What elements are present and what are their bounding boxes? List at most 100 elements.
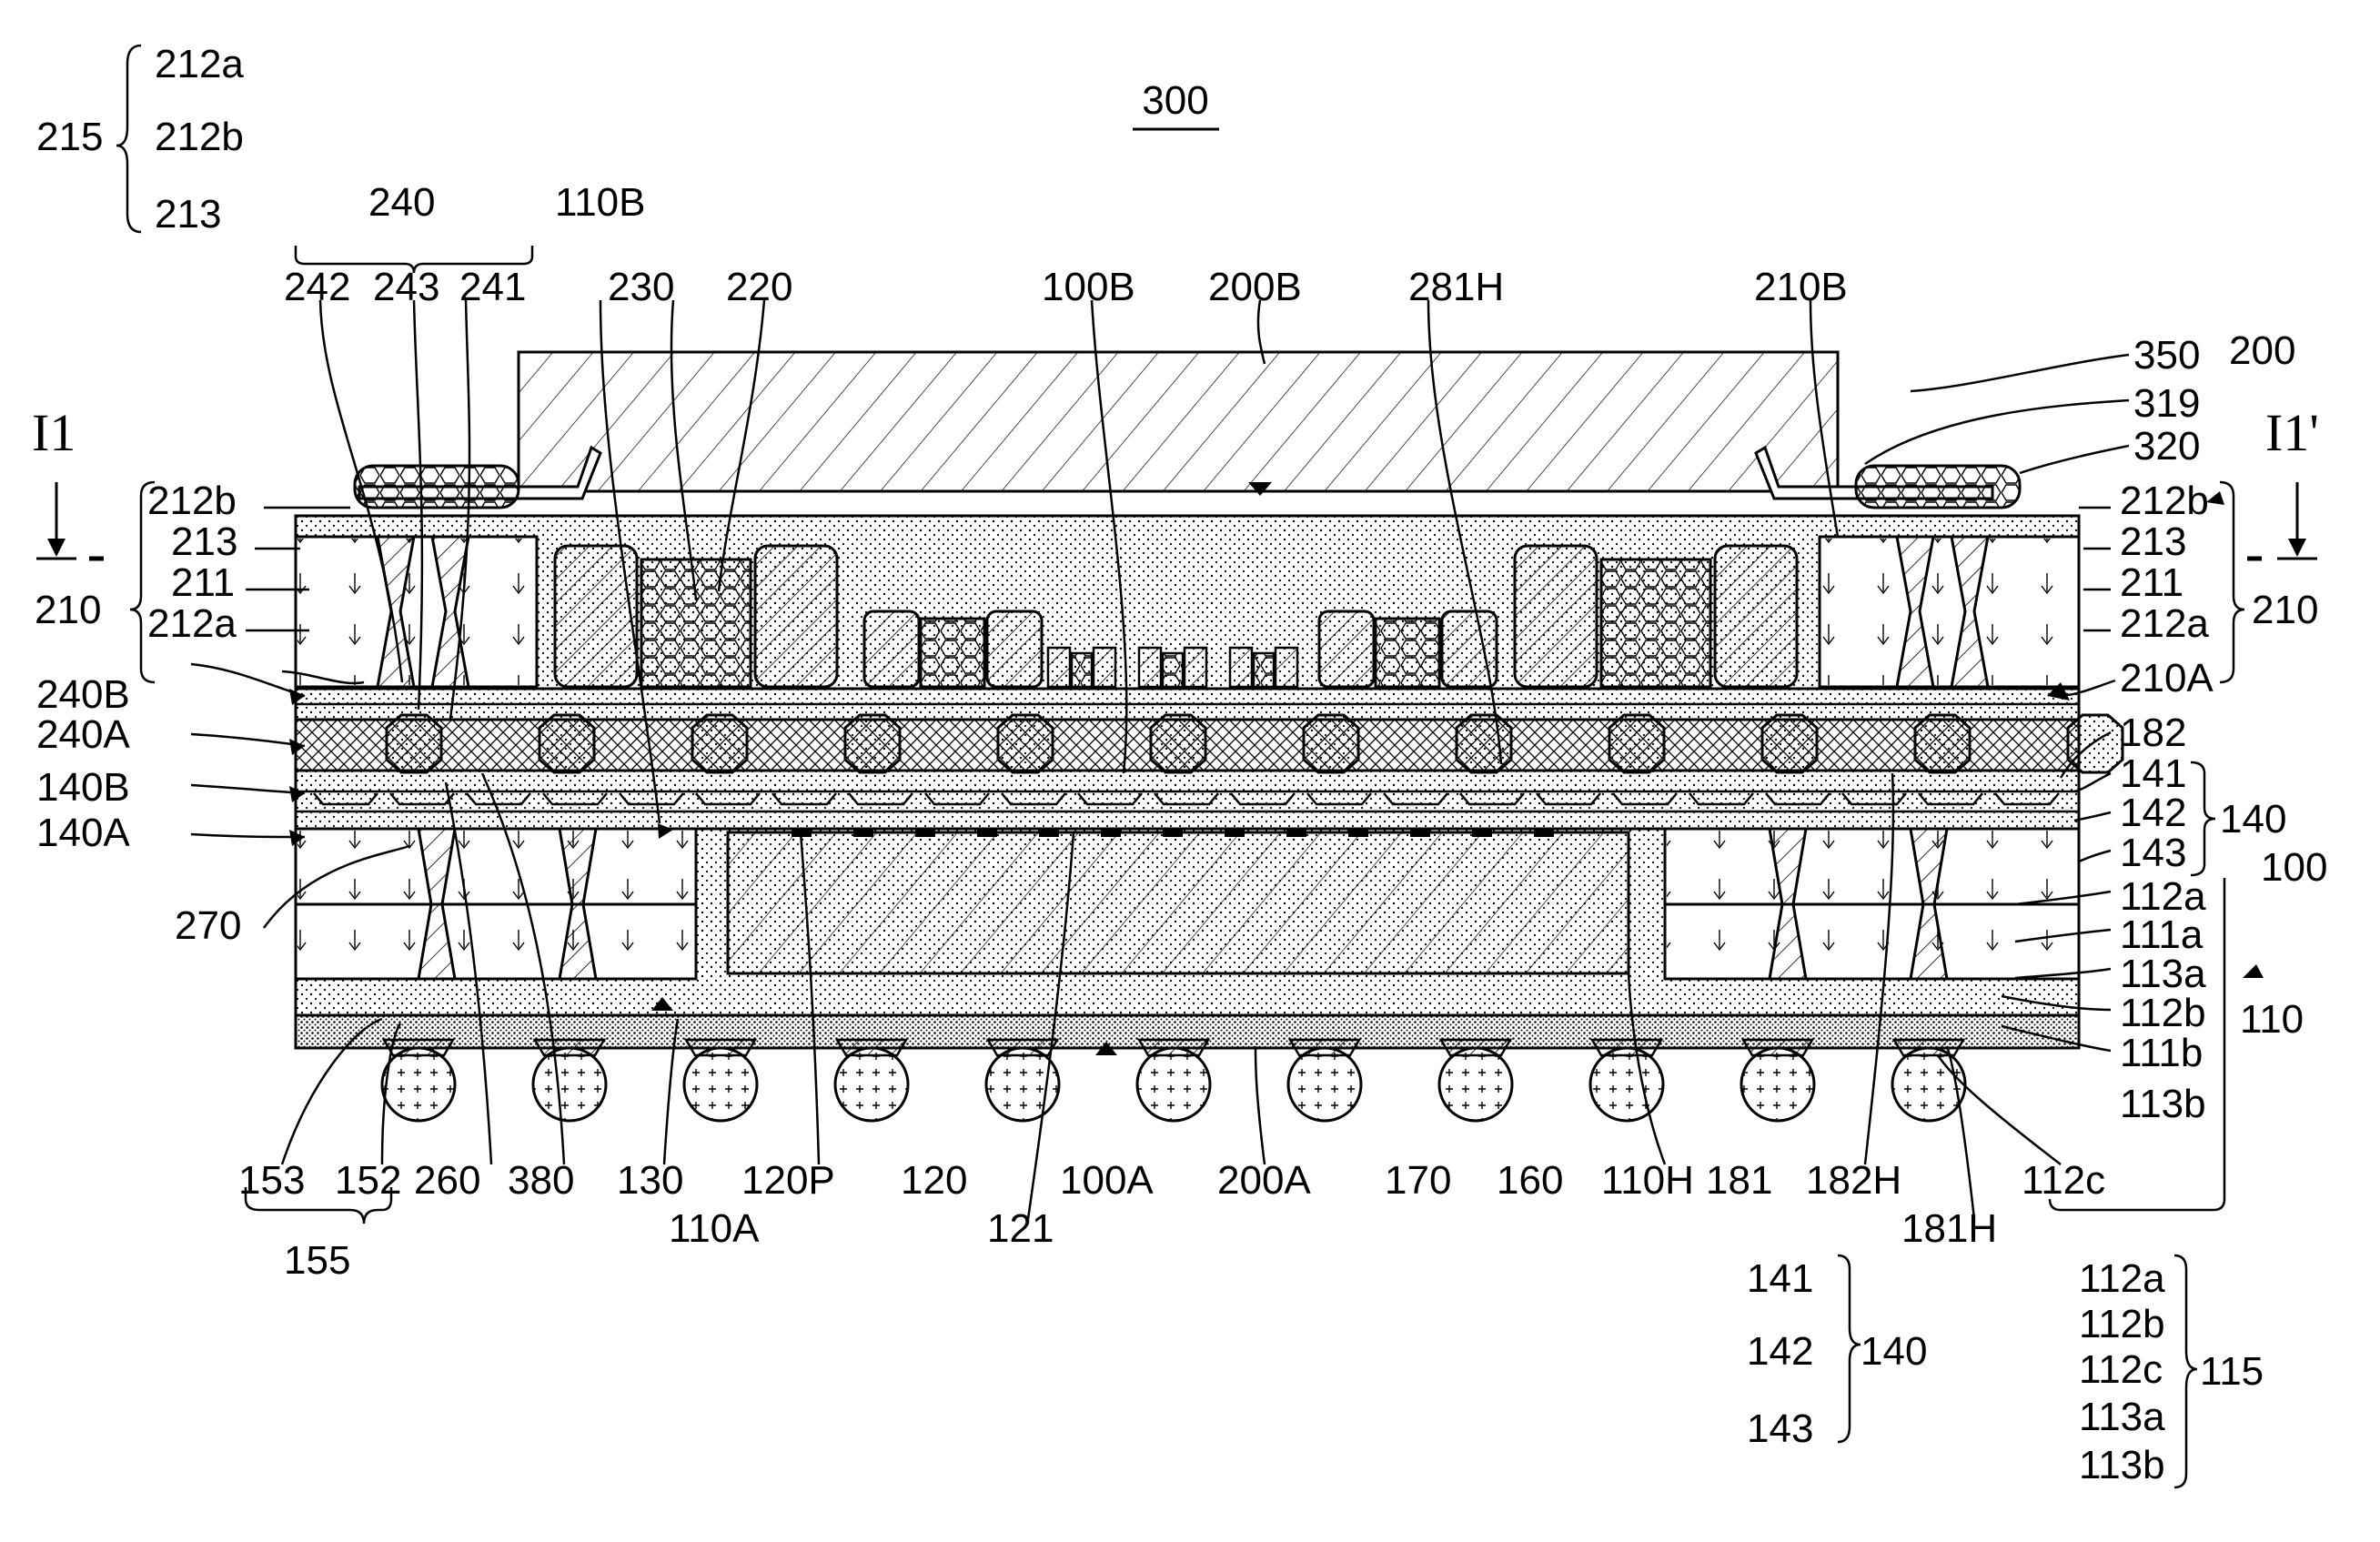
label-140A: 140A xyxy=(36,811,130,855)
component-mid-l-a xyxy=(864,611,919,687)
chip-pad xyxy=(853,828,873,837)
component-right-b xyxy=(1601,559,1710,687)
solder-ball xyxy=(684,1048,757,1121)
component-mid-r-a xyxy=(1319,611,1374,687)
label-155: 155 xyxy=(284,1238,350,1283)
cover-350 xyxy=(519,352,1838,491)
label-380: 380 xyxy=(508,1158,574,1203)
label-319: 319 xyxy=(2133,381,2200,426)
adhesive-320-left xyxy=(355,466,519,508)
legend-115-group: 115 xyxy=(2200,1349,2264,1394)
label-113b: 113b xyxy=(2120,1082,2206,1126)
component-right-c xyxy=(1715,546,1797,687)
label-140: 140 xyxy=(2220,797,2286,842)
interconnect-bump xyxy=(1609,715,1664,772)
label-100B: 100B xyxy=(1042,265,1135,309)
solder-ball xyxy=(986,1048,1059,1121)
component-small-8 xyxy=(1254,653,1274,687)
label-121: 121 xyxy=(987,1206,1054,1251)
label-160: 160 xyxy=(1497,1158,1563,1203)
frame-211-left-pattern xyxy=(298,539,535,685)
solder-balls-170 xyxy=(382,1048,1965,1121)
label-213-right: 213 xyxy=(2120,519,2186,564)
label-120P: 120P xyxy=(741,1158,835,1203)
chip-pad xyxy=(1286,828,1306,837)
solder-ball xyxy=(835,1048,908,1121)
label-170: 170 xyxy=(1385,1158,1451,1203)
label-182: 182 xyxy=(2120,711,2186,755)
solder-ball xyxy=(1741,1048,1814,1121)
label-110B: 110B xyxy=(555,180,646,225)
component-small-4 xyxy=(1139,648,1161,687)
label-210-right: 210 xyxy=(2252,588,2318,632)
section-label-left: I1 xyxy=(32,403,76,462)
component-mid-l-b xyxy=(921,619,984,687)
label-212b-left: 212b xyxy=(147,479,237,523)
label-212a-right: 212a xyxy=(2120,601,2209,646)
label-181H: 181H xyxy=(1901,1206,1997,1251)
label-141: 141 xyxy=(2120,751,2186,796)
component-small-9 xyxy=(1276,648,1297,687)
label-281H: 281H xyxy=(1408,265,1504,309)
chip-pad xyxy=(1101,828,1121,837)
interconnect-bump xyxy=(692,715,747,772)
chip-pad xyxy=(977,828,997,837)
component-small-3 xyxy=(1094,648,1115,687)
frame-211-right-pattern xyxy=(1821,539,2077,685)
label-320: 320 xyxy=(2133,424,2200,469)
component-small-1 xyxy=(1048,648,1070,687)
label-240A: 240A xyxy=(36,712,130,757)
label-111a: 111a xyxy=(2120,912,2204,957)
label-230: 230 xyxy=(608,265,674,309)
component-left-c xyxy=(755,546,837,687)
label-120: 120 xyxy=(901,1158,967,1203)
chip-pad xyxy=(1348,828,1368,837)
label-210-left: 210 xyxy=(35,588,101,632)
label-200: 200 xyxy=(2229,328,2295,373)
component-left-b xyxy=(641,559,751,687)
legend-140-item-3: 143 xyxy=(1747,1406,1813,1451)
solder-ball xyxy=(382,1048,455,1121)
label-210B: 210B xyxy=(1754,265,1848,309)
component-mid-r-b xyxy=(1376,619,1439,687)
label-240: 240 xyxy=(368,180,435,225)
component-small-7 xyxy=(1230,648,1252,687)
adhesive-320-right xyxy=(1856,466,2020,508)
legend-115-item-5: 113b xyxy=(2079,1443,2165,1487)
chip-pad xyxy=(1410,828,1430,837)
label-260: 260 xyxy=(414,1158,480,1203)
interconnect-bump xyxy=(1457,715,1511,772)
label-241: 241 xyxy=(459,265,526,309)
legend-215-item-2: 212b xyxy=(155,115,244,159)
label-220: 220 xyxy=(726,265,792,309)
section-marker-left xyxy=(36,482,104,559)
label-100: 100 xyxy=(2261,845,2327,890)
chip-pad xyxy=(1225,828,1245,837)
interconnect-bump xyxy=(1762,715,1817,772)
interconnect-bump xyxy=(387,715,441,772)
interconnect-bump xyxy=(1304,715,1358,772)
interconnect-bump xyxy=(1151,715,1205,772)
section-label-right: I1' xyxy=(2265,403,2319,462)
label-210A: 210A xyxy=(2120,656,2214,700)
label-100A: 100A xyxy=(1060,1158,1154,1203)
section-marker-right xyxy=(2247,482,2317,559)
label-182H: 182H xyxy=(1806,1158,1901,1203)
label-211-left: 211 xyxy=(171,560,235,605)
chip-pad xyxy=(1472,828,1492,837)
interconnect-bump xyxy=(845,715,900,772)
label-212b-right: 212b xyxy=(2120,479,2209,523)
label-140B: 140B xyxy=(36,765,130,810)
interconnect-bump xyxy=(540,715,594,772)
chip-pad xyxy=(1039,828,1059,837)
semiconductor-chip-120 xyxy=(728,832,1629,973)
label-110H: 110H xyxy=(1601,1158,1694,1203)
solder-ball xyxy=(533,1048,606,1121)
label-240B: 240B xyxy=(36,672,130,717)
legend-115-item-3: 112c xyxy=(2079,1347,2163,1392)
component-right-a xyxy=(1515,546,1597,687)
label-112b: 112b xyxy=(2120,991,2206,1035)
chip-pad xyxy=(915,828,935,837)
label-243: 243 xyxy=(373,265,439,309)
